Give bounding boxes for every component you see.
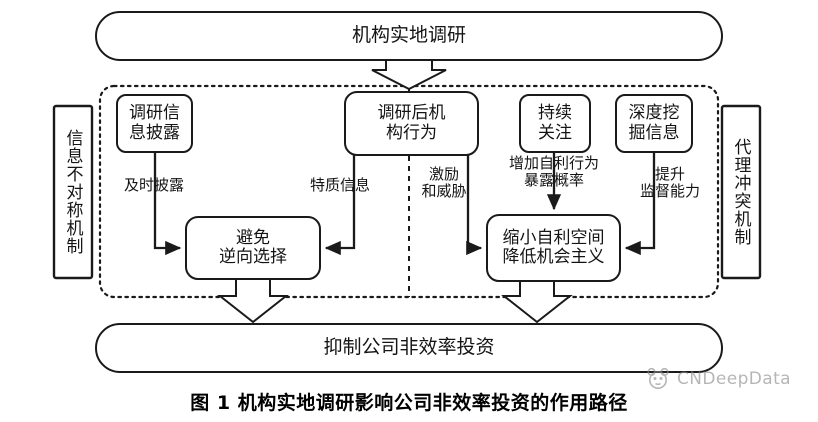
right-mechanism-label: 代理冲突机制	[730, 138, 751, 246]
edge-label-timely-disclosure: 及时披露	[123, 176, 184, 194]
left-mechanism-label: 信息不对称机制	[62, 129, 83, 255]
left-mechanism-shape	[52, 104, 94, 280]
block-arrow-left-result-to-bottom	[217, 278, 289, 324]
edge-deep-mining-to-shrink	[624, 152, 656, 256]
right-mechanism-shape	[720, 104, 762, 280]
edge-label-expose-probability: 增加自利行为 暴露概率	[508, 154, 599, 190]
panda-logo-icon	[647, 367, 669, 389]
edge-post-behavior-to-shrink	[466, 155, 483, 256]
figure-caption: 图 1 机构实地调研影响公司非效率投资的作用路径	[190, 392, 628, 414]
post-behavior-node-shape	[344, 91, 479, 156]
edge-post-behavior-to-avoid-adverse	[324, 155, 356, 256]
edge-disclosure-to-avoid-adverse	[153, 152, 182, 256]
disclosure-node-shape	[116, 94, 193, 153]
top-node-shape	[95, 11, 723, 61]
edge-label-idiosyncratic-info: 特质信息	[309, 176, 370, 194]
block-arrow-top-to-region	[371, 59, 447, 91]
shrink-selfinterest-node-shape	[486, 214, 621, 282]
continuous-attention-node-shape	[519, 94, 591, 153]
avoid-adverse-node-shape	[185, 216, 321, 280]
block-arrow-right-result-to-bottom	[501, 280, 573, 324]
edge-label-incentive-threat: 激励 和威胁	[421, 165, 467, 201]
bottom-node-shape	[95, 323, 723, 373]
watermark-text: CNDeepData	[677, 369, 791, 389]
deep-mining-node-shape	[615, 94, 693, 153]
edge-label-supervision-ability: 提升 监督能力	[639, 165, 700, 201]
watermark: CNDeepData	[645, 366, 791, 392]
